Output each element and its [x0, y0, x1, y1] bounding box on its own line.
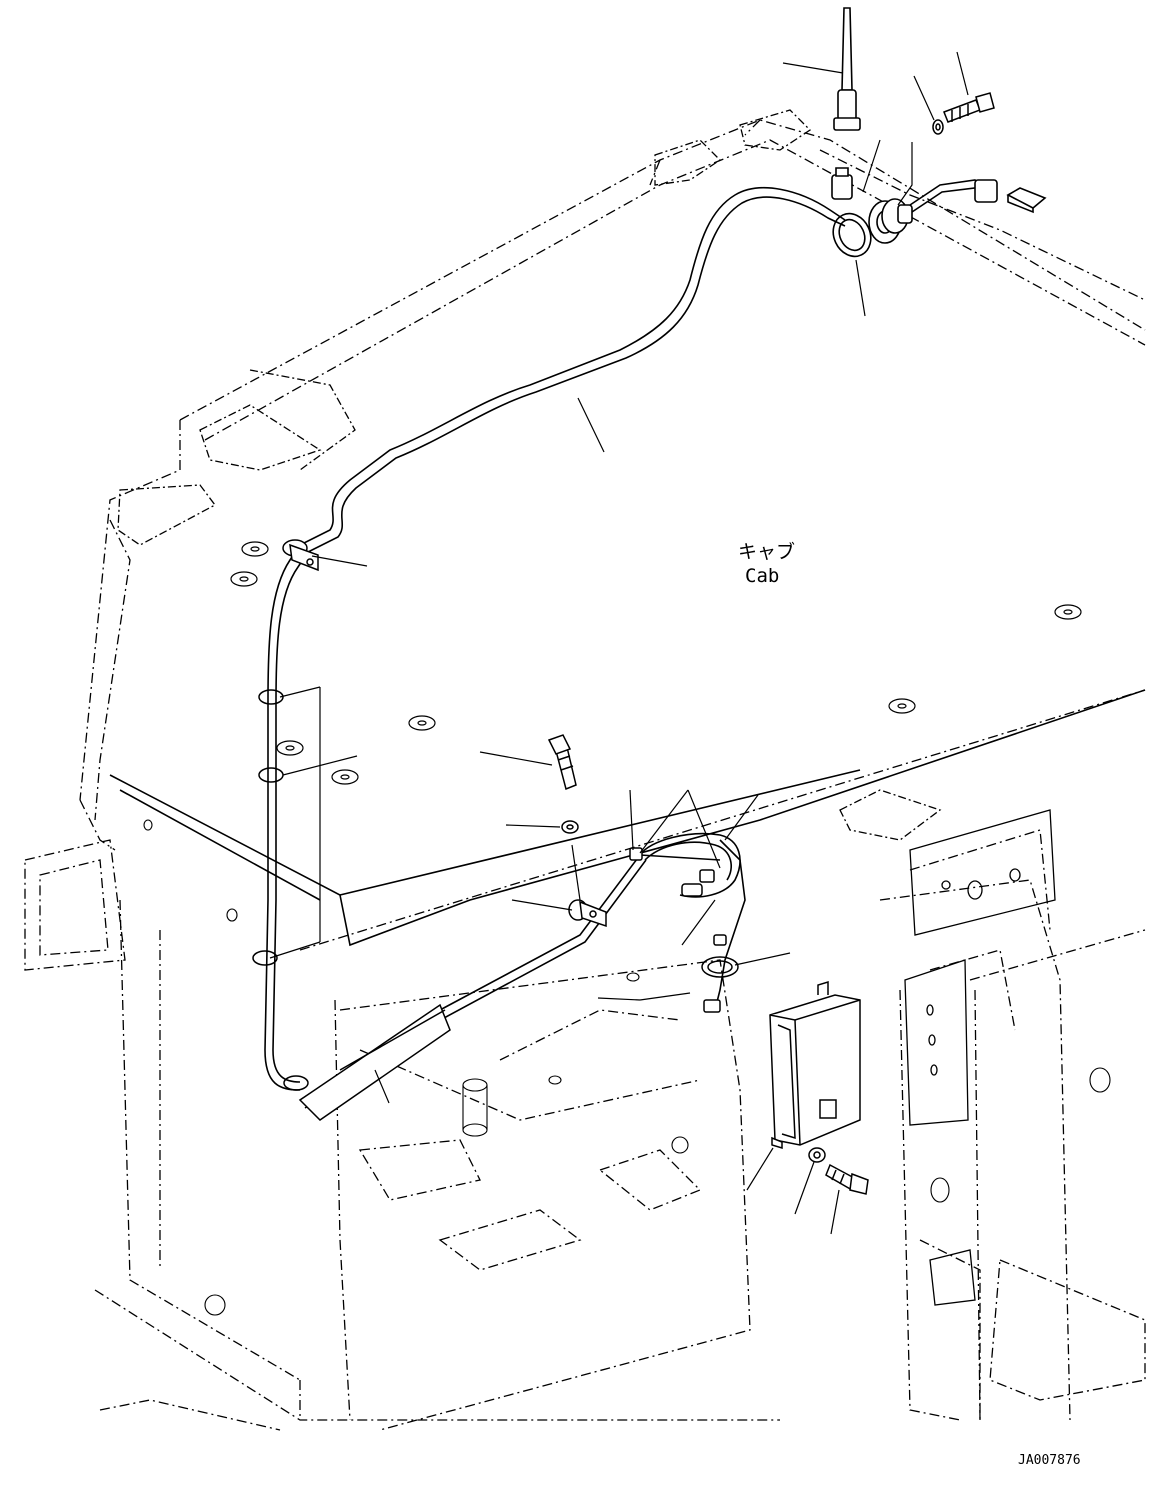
cab-label-english: Cab	[745, 565, 779, 587]
top-bolt	[943, 92, 995, 123]
connector-lead	[909, 179, 1047, 214]
right-pillar-bracket	[904, 809, 1056, 1306]
grommet	[868, 198, 913, 244]
roof-washers	[230, 541, 1082, 785]
cable-clamp-upper	[282, 539, 319, 572]
cable-ties	[252, 689, 309, 1091]
harness-connectors	[629, 847, 727, 1013]
cab-roof-front-edge	[109, 689, 1146, 947]
antenna	[833, 7, 861, 131]
cab-roof-outline	[79, 119, 1146, 951]
middle-bolt	[547, 734, 577, 791]
mounting-holes	[143, 819, 1111, 1316]
cab-label-japanese: キャブ	[738, 540, 795, 563]
antenna-cable	[264, 187, 846, 1091]
middle-washer	[561, 820, 579, 834]
harness-clamp	[568, 899, 607, 928]
loop-clamp	[701, 956, 739, 978]
controller-box	[769, 980, 861, 1150]
drawing-id: JA007876	[1018, 1453, 1081, 1468]
roof-brackets	[117, 109, 942, 841]
leader-lines	[269, 51, 969, 1235]
bottom-washer	[808, 1147, 826, 1163]
harness-sleeve	[298, 1003, 451, 1121]
antenna-cable-loop	[832, 212, 872, 258]
bottom-bolt	[825, 1163, 869, 1195]
top-washer	[932, 119, 944, 135]
antenna-mount	[831, 167, 853, 200]
